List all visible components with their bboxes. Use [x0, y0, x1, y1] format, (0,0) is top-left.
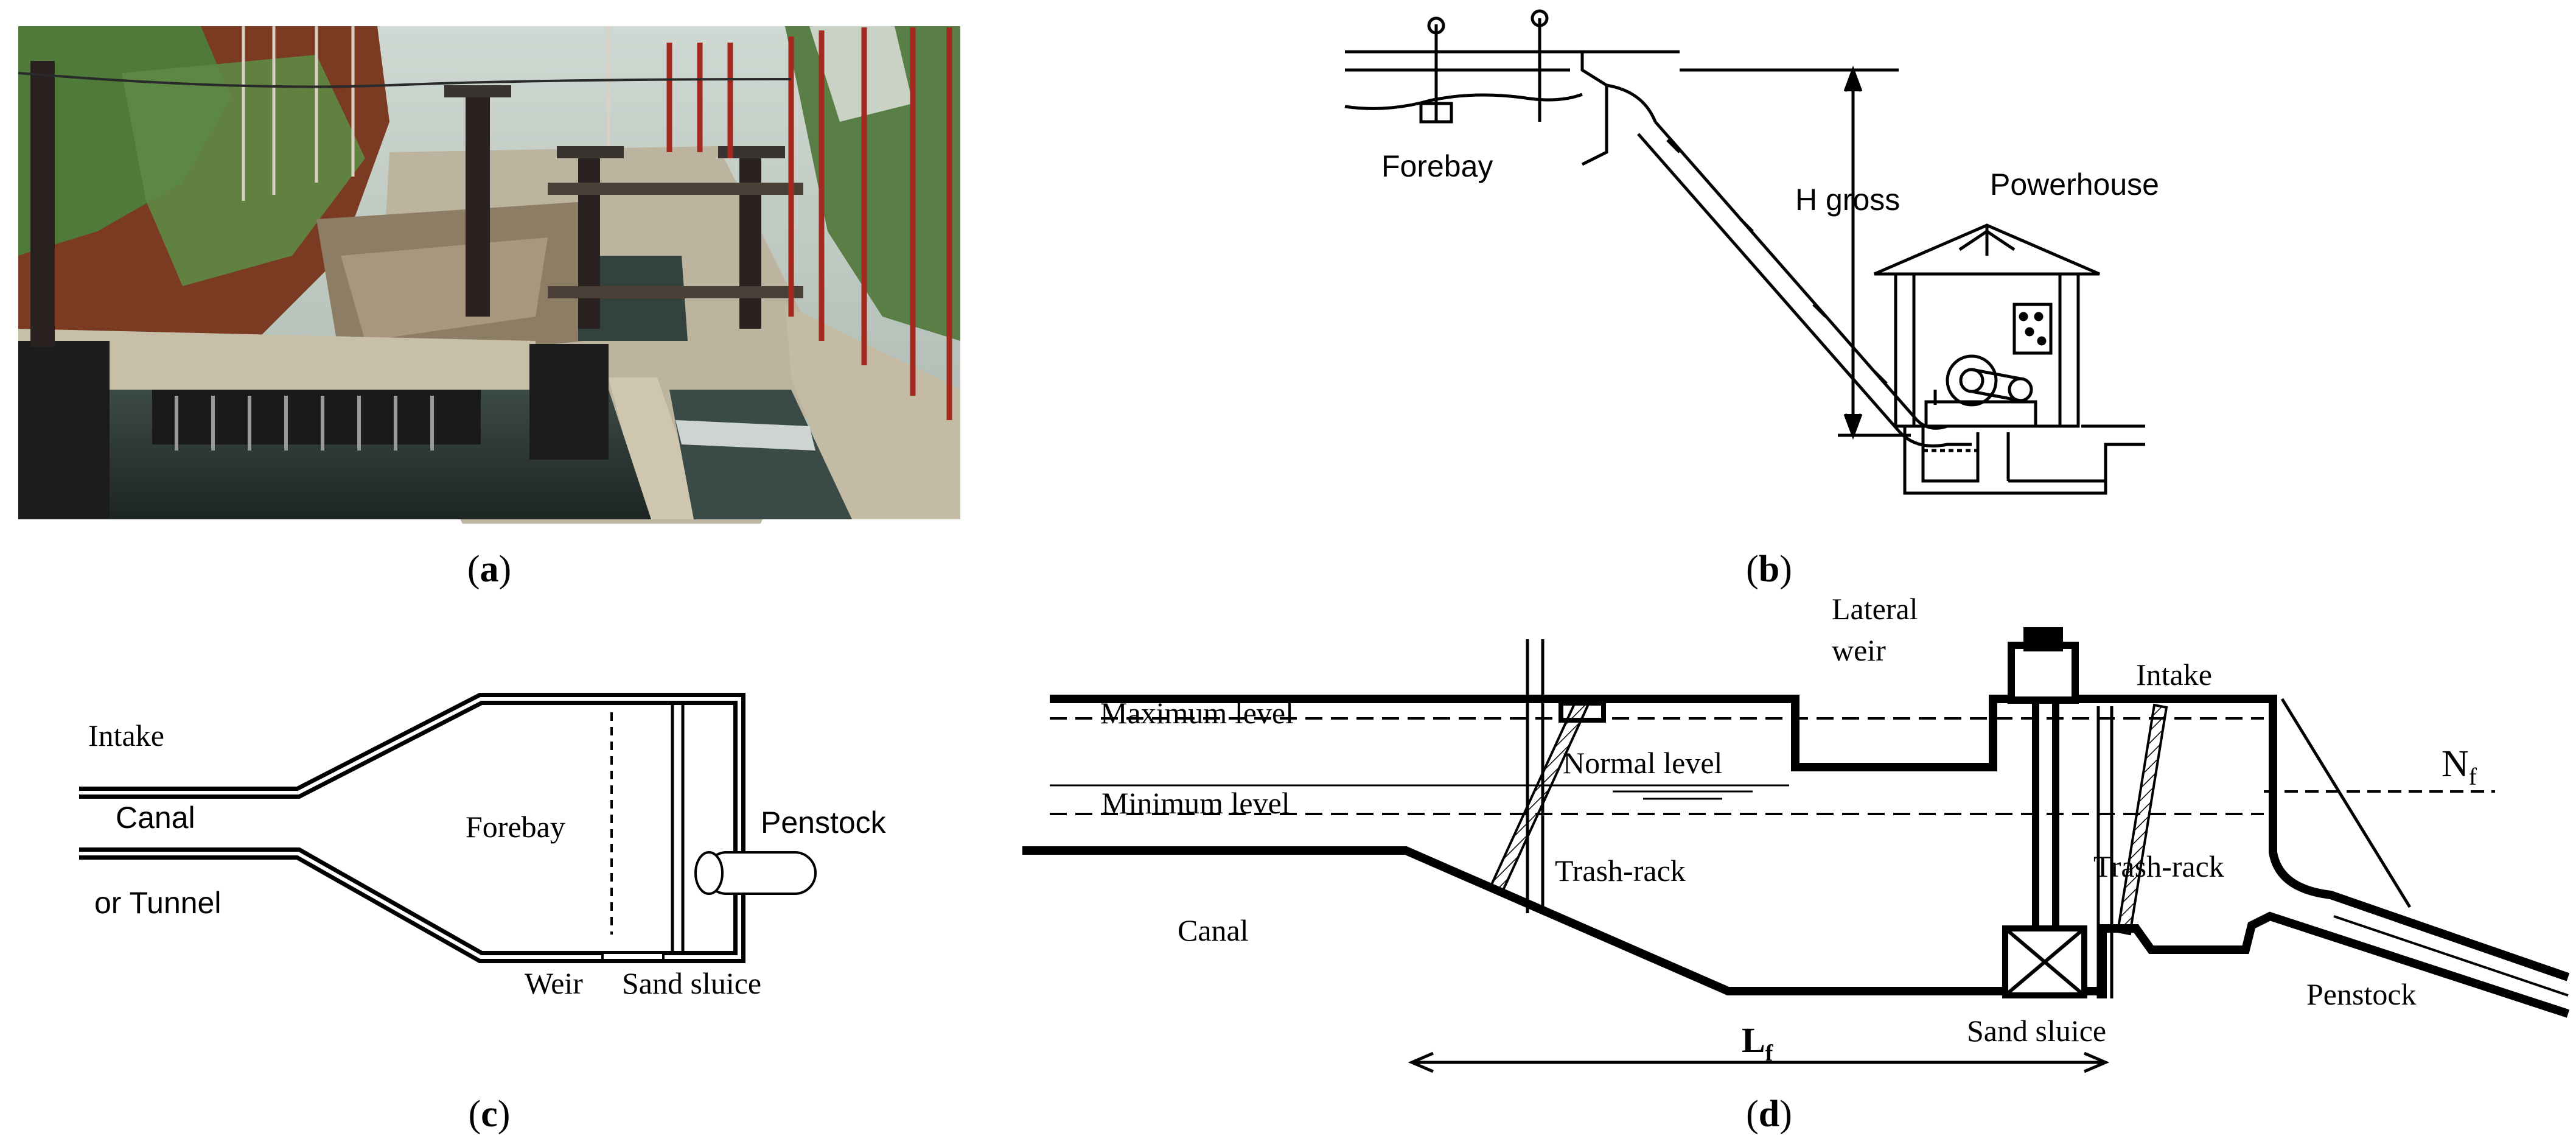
- d-trash-rack-label-1: Trash-rack: [1555, 854, 1686, 888]
- d-minimum-level-label: Minimum level: [1101, 786, 1290, 820]
- d-weir-label: weir: [1832, 633, 1886, 667]
- caption-a: (a): [467, 549, 511, 590]
- panel-d-diagram: [1022, 627, 2570, 1073]
- d-canal-label: Canal: [1178, 913, 1249, 947]
- panel-b-diagram: [1344, 9, 2145, 495]
- panel-c-diagram: [79, 693, 817, 963]
- d-penstock-label: Penstock: [2306, 977, 2417, 1011]
- c-weir-label: Weir: [525, 966, 583, 1000]
- c-forebay-label: Forebay: [466, 810, 565, 844]
- panel-a-photo: [18, 26, 960, 524]
- caption-d: (d): [1746, 1093, 1792, 1135]
- c-canal-label: Canal: [116, 801, 195, 835]
- d-lateral-label: Lateral: [1832, 592, 1918, 626]
- d-maximum-level-label: Maximum level: [1100, 696, 1294, 730]
- b-powerhouse-label: Powerhouse: [1990, 167, 2159, 202]
- b-h-gross-label: H gross: [1795, 183, 1900, 217]
- caption-c: (c): [469, 1093, 511, 1135]
- d-lf-label: Lf: [1742, 1020, 1774, 1066]
- c-penstock-label: Penstock: [761, 805, 887, 840]
- c-or-tunnel-label: or Tunnel: [94, 886, 221, 920]
- d-sand-sluice-label: Sand sluice: [1967, 1014, 2106, 1048]
- d-trash-rack-label-2: Trash-rack: [2093, 849, 2224, 883]
- caption-b: (b): [1746, 549, 1792, 590]
- c-sand-sluice-label: Sand sluice: [622, 966, 761, 1000]
- d-nf-label: Nf: [2442, 743, 2477, 790]
- d-intake-label: Intake: [2136, 658, 2212, 692]
- c-intake-label: Intake: [88, 718, 164, 752]
- d-normal-level-label: Normal level: [1563, 746, 1722, 780]
- b-forebay-label: Forebay: [1381, 149, 1493, 183]
